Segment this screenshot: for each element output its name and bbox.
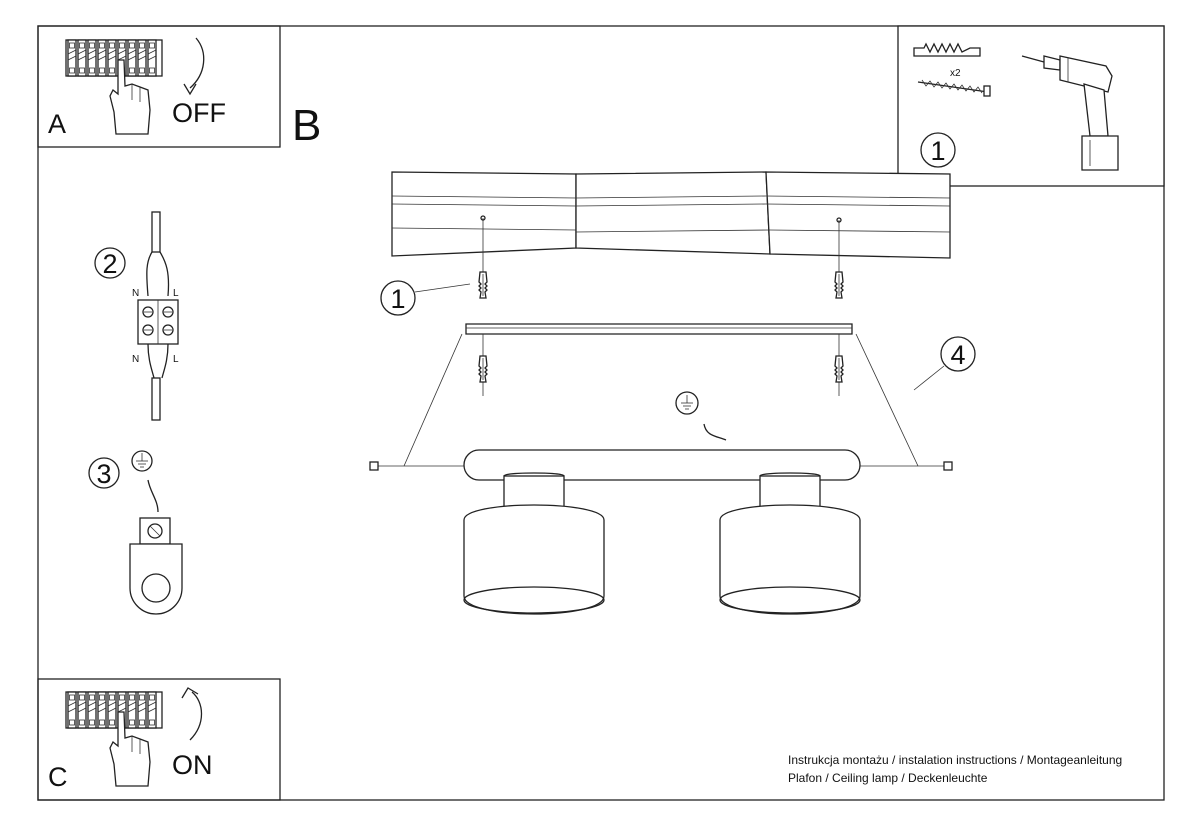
ceiling-lamp-icon [463,449,861,615]
breaker-panel-icon [65,39,163,77]
panel-a: A OFF [37,25,281,148]
hand-icon [109,59,151,135]
base-step-number: 4 [950,340,965,370]
panel-b: B 1 [292,101,976,615]
ground-terminal-icon [129,517,183,615]
panel-a-letter: A [48,109,66,139]
panel-c-letter: C [48,762,68,792]
label-top-l: L [173,288,179,299]
label-bottom-n: N [132,354,139,365]
ground-symbol-icon [131,450,153,472]
panel-a-state: OFF [172,98,226,128]
panel-c-state: ON [172,750,213,780]
panel-c: C ON [37,678,281,801]
hand-icon [109,711,151,787]
footer-line-2: Plafon / Ceiling lamp / Deckenleuchte [788,771,988,785]
page-frame [37,25,1165,801]
rotate-arrow-icon [183,37,205,96]
wall-plug-icon [478,271,844,299]
ceiling-panel [391,171,951,259]
panel-b-letter: B [292,101,321,150]
tools-box: x2 1 [897,25,1165,187]
anchor-step-number: 1 [390,284,405,314]
wall-plug-icon [913,42,981,57]
breaker-panel-icon [65,691,163,729]
screw-icon [369,461,953,471]
footer-line-1: Instrukcja montażu / instalation instruc… [788,753,1122,767]
step-2-number: 2 [102,249,117,279]
tools-step-number: 1 [930,136,945,166]
quantity-label: x2 [950,68,961,79]
screw-icon [917,79,991,97]
screw-icon [478,355,844,383]
rotate-arrow-icon [181,687,203,741]
mounting-bar [465,323,853,335]
label-top-n: N [132,288,139,299]
step-2-wiring: 2 N L N L [94,211,179,421]
ground-symbol-icon [675,391,727,441]
step-3-number: 3 [96,459,111,489]
drill-icon [1021,55,1119,171]
step-3-ground: 3 [88,450,183,615]
terminal-block-icon [137,299,179,345]
label-bottom-l: L [173,354,179,365]
